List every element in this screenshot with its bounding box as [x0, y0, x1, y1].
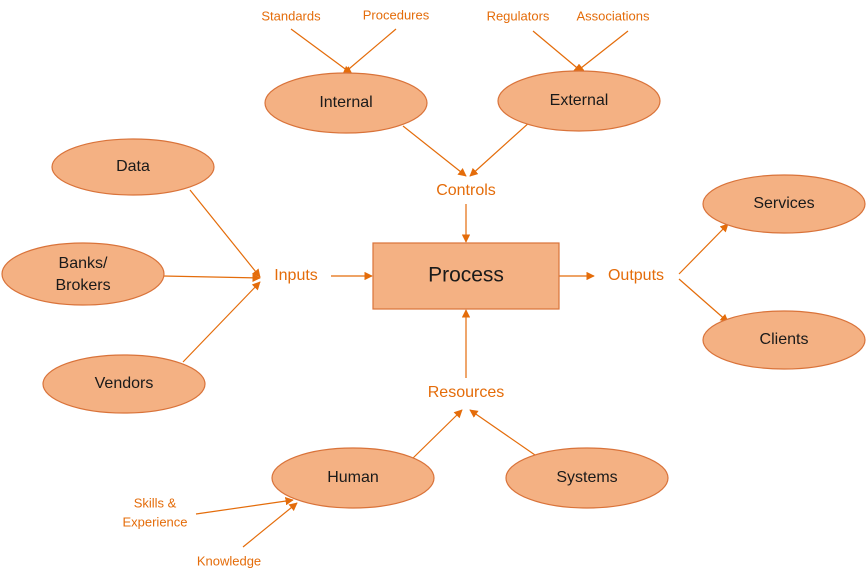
edge-vendors-to-inputs: [182, 281, 261, 363]
services-node: Services: [702, 174, 866, 234]
edge-regulators-to-external: [532, 30, 583, 73]
process-box: [372, 242, 560, 310]
clients-node: Clients: [702, 310, 866, 370]
skills-label-line1: Skills &: [134, 495, 177, 510]
controls-label: Controls: [436, 182, 496, 199]
banks-brokers-node: Banks/ Brokers: [1, 242, 165, 306]
edge-outputs-to-services: [678, 223, 729, 275]
clients-ellipse: [702, 310, 866, 370]
process-label: Process: [428, 264, 504, 287]
human-ellipse: [271, 447, 435, 509]
banks-brokers-ellipse: [1, 242, 165, 306]
edge-outputs-to-clients: [678, 278, 729, 323]
clients-label: Clients: [760, 331, 809, 348]
edge-internal-to-controls: [402, 125, 467, 177]
systems-node: Systems: [505, 447, 669, 509]
procedures-label: Procedures: [363, 7, 430, 22]
services-label: Services: [753, 195, 814, 212]
banks-label-line1: Banks/: [59, 255, 108, 272]
edge-banks-to-inputs: [162, 273, 261, 283]
inputs-label: Inputs: [274, 267, 318, 284]
edge-associations-to-external: [575, 30, 629, 73]
resources-label: Resources: [428, 384, 504, 401]
edges: [162, 28, 729, 548]
systems-label: Systems: [556, 469, 617, 486]
edge-knowledge-to-human: [242, 502, 298, 548]
outputs-label: Outputs: [608, 267, 664, 284]
internal-ellipse: [264, 72, 428, 134]
edge-human-to-resources: [410, 409, 463, 461]
standards-label: Standards: [261, 8, 321, 23]
internal-label: Internal: [319, 94, 372, 111]
edge-external-to-controls: [469, 120, 532, 177]
edge-systems-to-resources: [469, 409, 536, 456]
services-ellipse: [702, 174, 866, 234]
process-node: Process: [372, 242, 560, 310]
edge-skills-to-human: [195, 496, 294, 515]
banks-label-line2: Brokers: [55, 277, 110, 294]
data-ellipse: [51, 138, 215, 196]
data-label: Data: [116, 158, 150, 175]
human-node: Human: [271, 447, 435, 509]
regulators-label: Regulators: [487, 8, 550, 23]
edge-data-to-inputs: [189, 189, 261, 278]
systems-ellipse: [505, 447, 669, 509]
edge-procedures-to-internal: [342, 28, 397, 75]
human-label: Human: [327, 469, 379, 486]
data-node: Data: [51, 138, 215, 196]
knowledge-label: Knowledge: [197, 553, 261, 568]
edge-standards-to-internal: [290, 28, 353, 75]
external-ellipse: [497, 70, 661, 132]
vendors-ellipse: [42, 354, 206, 414]
external-node: External: [497, 70, 661, 132]
internal-node: Internal: [264, 72, 428, 134]
vendors-label: Vendors: [95, 375, 154, 392]
external-label: External: [550, 92, 609, 109]
associations-label: Associations: [577, 8, 650, 23]
skills-label-line2: Experience: [122, 514, 187, 529]
vendors-node: Vendors: [42, 354, 206, 414]
